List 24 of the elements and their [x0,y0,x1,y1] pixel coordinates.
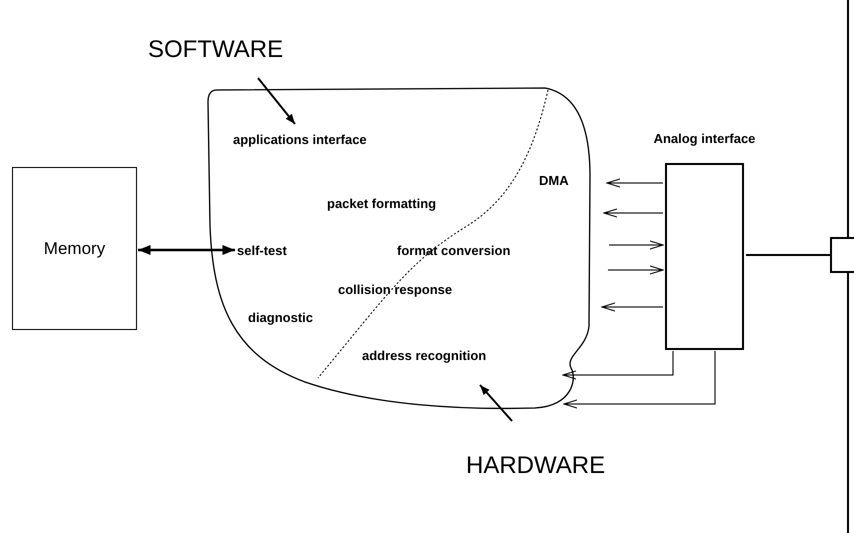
leader-arrow [479,384,513,422]
arrow [564,350,716,408]
function-label: applications interface [233,132,367,148]
arrow [606,178,664,188]
memory-box: Memory [12,167,137,330]
function-label: diagnostic [248,310,314,326]
arrow [562,350,674,380]
region-label: HARDWARE [466,452,606,480]
region-label: SOFTWARE [148,36,284,64]
arrow [604,208,664,218]
connector-box [830,237,854,273]
function-label: packet formatting [327,196,436,212]
arrow [608,266,664,274]
function-label: collision response [338,282,452,298]
arrow [608,240,664,250]
arrow [138,245,235,255]
function-label: self-test [237,243,287,259]
box-heading: Analog interface [652,131,756,147]
function-label: format conversion [397,243,510,259]
connector-line [746,254,830,256]
arrow [602,302,664,312]
leader-arrow [257,77,296,125]
function-label: address recognition [362,348,486,364]
function-label: DMA [539,173,569,189]
